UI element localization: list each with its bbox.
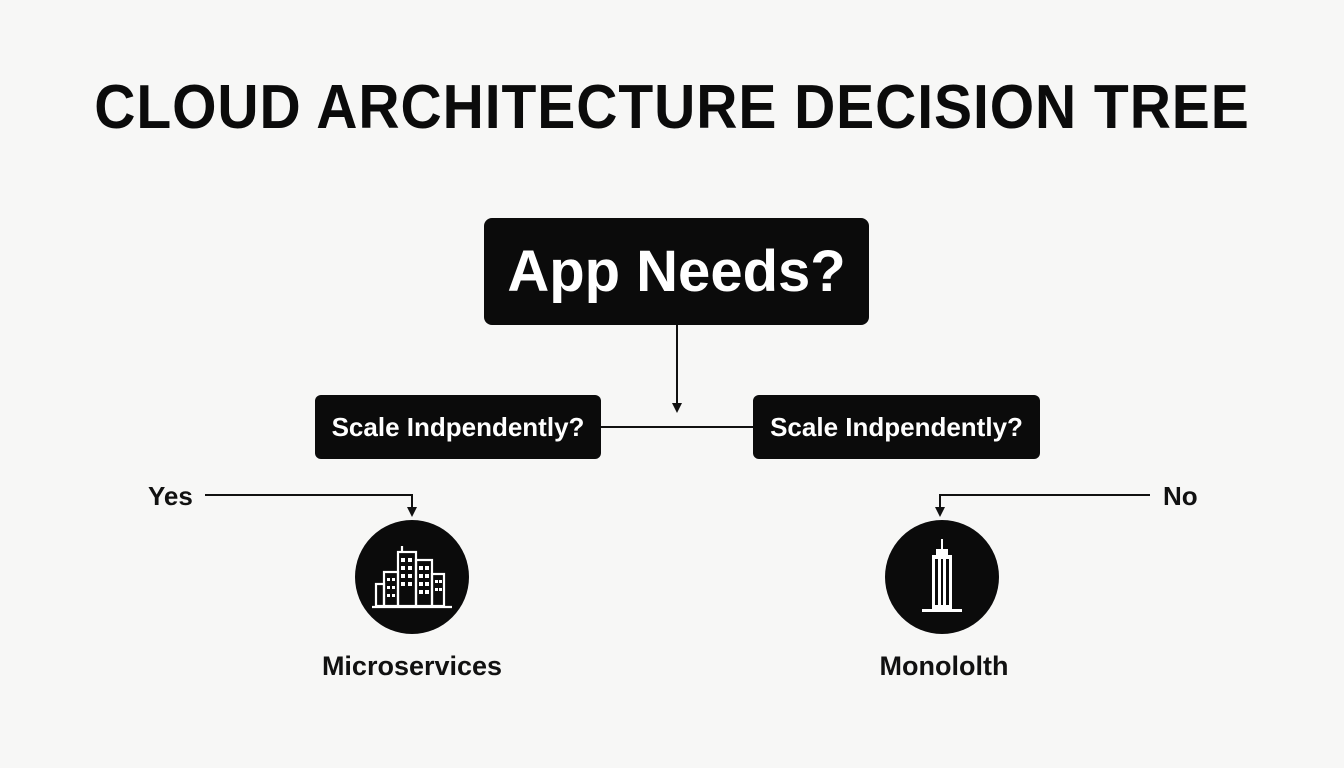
no-label: No <box>1163 481 1198 511</box>
question-left-label: Scale Indpendently? <box>331 411 585 442</box>
root-node-label: App Needs? <box>507 239 846 304</box>
city-buildings-icon <box>372 546 452 609</box>
yes-label: Yes <box>148 481 193 511</box>
no-branch-arrow <box>935 494 1150 517</box>
monolith-label: Monololth <box>879 651 1009 681</box>
yes-branch-arrow <box>205 494 417 517</box>
root-node: App Needs? <box>484 218 869 325</box>
monolith-node <box>885 520 999 634</box>
diagram-title: CLOUD ARCHITECTURE DECISION TREE <box>94 73 1250 142</box>
question-node-right: Scale Indpendently? <box>753 395 1040 459</box>
skyscraper-icon <box>922 539 962 612</box>
question-node-left: Scale Indpendently? <box>315 395 601 459</box>
question-right-label: Scale Indpendently? <box>770 411 1023 442</box>
microservices-label: Microservices <box>321 651 503 681</box>
microservices-node <box>355 520 469 634</box>
